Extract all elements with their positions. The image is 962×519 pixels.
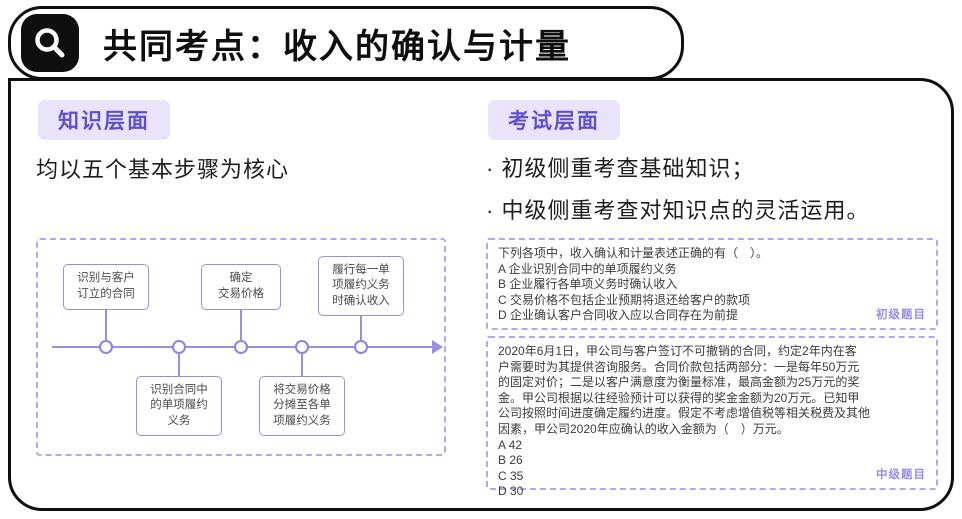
timeline-arrow-icon [432, 340, 443, 354]
question-box-intermediate: 2020年6月1日，甲公司与客户签订不可撤销的合同，约定2年内在客 户需要时为其… [486, 336, 938, 498]
timeline-node-5 [354, 340, 368, 354]
magnifier-icon [21, 14, 79, 72]
connector [178, 354, 180, 376]
lead-text: 均以五个基本步骤为核心 [36, 157, 290, 182]
question-level-tag: 初级题目 [876, 309, 926, 322]
question-text: 下列各项中，收入确认和计量表述正确的有（ ）。 A 企业识别合同中的单项履约义务… [498, 246, 769, 323]
flow-step-box-5: 履行每一单 项履约义务 时确认收入 [318, 256, 404, 316]
question-box-junior: 下列各项中，收入确认和计量表述正确的有（ ）。 A 企业识别合同中的单项履约义务… [486, 238, 938, 330]
connector [105, 310, 107, 340]
flow-step-box-3: 确定 交易价格 [201, 264, 281, 310]
header-tab: 共同考点：收入的确认与计量 [8, 6, 684, 80]
exam-bullets: · 初级侧重考查基础知识； · 中级侧重考查对知识点的灵活运用。 [486, 148, 869, 232]
flow-step-box-2: 识别合同中 的单项履约 义务 [136, 376, 222, 436]
bullet-item: · 初级侧重考查基础知识； [486, 156, 755, 181]
connector [240, 310, 242, 340]
flow-step-box-4: 将交易价格 分摊至各单 项履约义务 [259, 376, 345, 436]
timeline-node-1 [99, 340, 113, 354]
flow-diagram: 识别与客户 订立的合同 确定 交易价格 履行每一单 项履约义务 时确认收入 识别… [36, 238, 446, 456]
flow-step-box-1: 识别与客户 订立的合同 [63, 264, 149, 310]
connector [360, 316, 362, 340]
exam-badge: 考试层面 [488, 100, 620, 140]
timeline-node-4 [295, 340, 309, 354]
question-level-tag: 中级题目 [876, 469, 926, 482]
knowledge-badge: 知识层面 [38, 100, 170, 140]
bullet-item: · 中级侧重考查对知识点的灵活运用。 [486, 198, 870, 223]
timeline-node-2 [172, 340, 186, 354]
question-text: 2020年6月1日，甲公司与客户签订不可撤销的合同，约定2年内在客 户需要时为其… [498, 344, 871, 499]
page-title: 共同考点：收入的确认与计量 [103, 27, 571, 66]
timeline-node-3 [234, 340, 248, 354]
connector [301, 354, 303, 376]
